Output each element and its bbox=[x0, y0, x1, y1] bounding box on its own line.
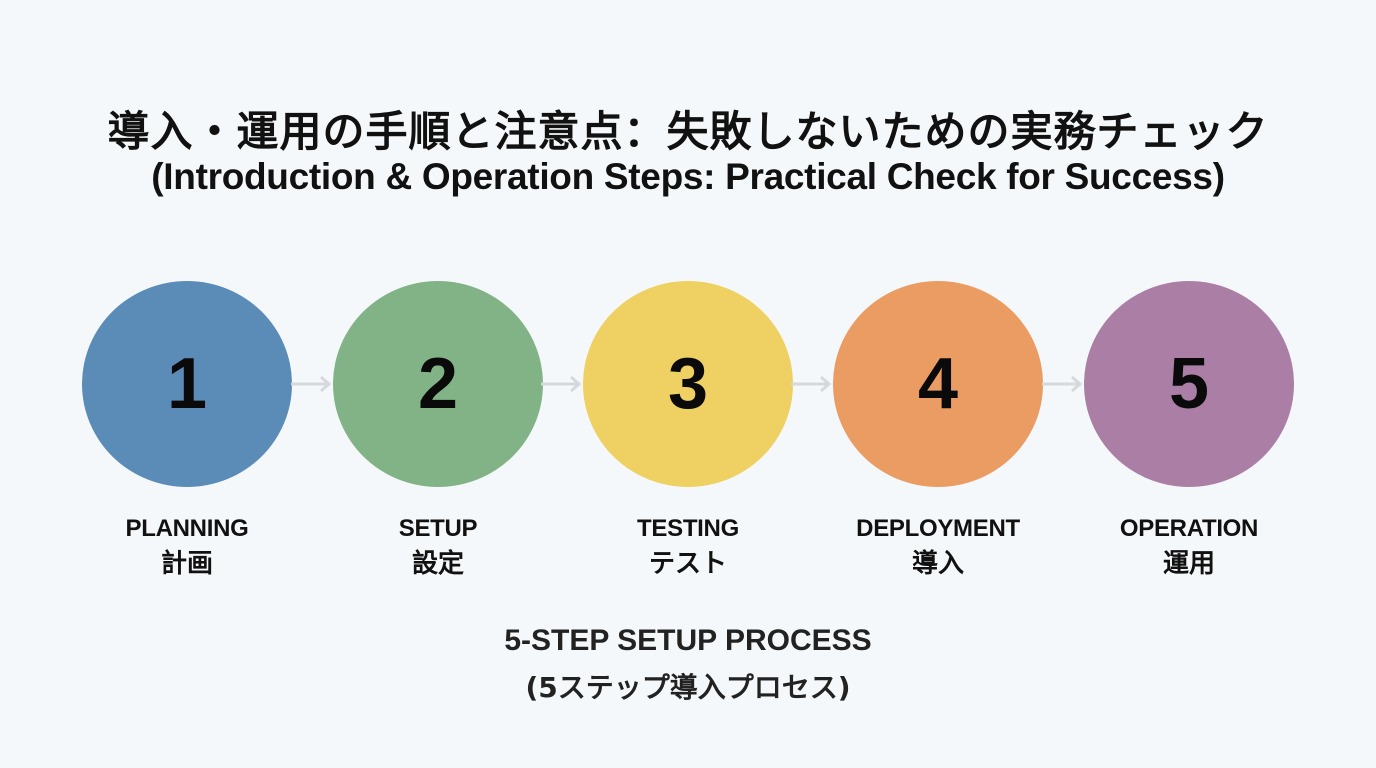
step-label-ja: テスト bbox=[648, 549, 727, 579]
step-circle-5: 5 bbox=[1084, 281, 1294, 487]
step-number: 3 bbox=[667, 344, 709, 424]
step-label-5: OPERATION 運用 bbox=[1079, 514, 1299, 584]
arrow-right-icon bbox=[1042, 375, 1083, 393]
footer-caption-japanese: (5ステップ導入プロセス) bbox=[525, 671, 851, 704]
step-circle-4: 4 bbox=[833, 281, 1043, 487]
step-label-en: SETUP bbox=[398, 515, 478, 542]
arrow-right-icon bbox=[541, 375, 582, 393]
step-label-ja: 運用 bbox=[1162, 549, 1215, 579]
step-circle-2: 2 bbox=[333, 281, 543, 487]
step-circle-3: 3 bbox=[583, 281, 793, 487]
step-label-ja: 導入 bbox=[911, 549, 964, 579]
step-number: 1 bbox=[166, 344, 208, 424]
arrow-right-icon bbox=[791, 375, 832, 393]
step-label-3: TESTING テスト bbox=[578, 514, 798, 584]
step-number: 4 bbox=[917, 344, 959, 424]
step-circle-1: 1 bbox=[82, 281, 292, 487]
footer-caption-english: 5-STEP SETUP PROCESS bbox=[504, 624, 872, 657]
step-label-en: DEPLOYMENT bbox=[856, 515, 1020, 542]
title-japanese: 導入・運用の手順と注意点：失敗しないための実務チェック bbox=[107, 107, 1269, 156]
step-label-en: TESTING bbox=[637, 515, 739, 542]
step-label-2: SETUP 設定 bbox=[328, 514, 548, 584]
step-label-4: DEPLOYMENT 導入 bbox=[828, 514, 1048, 584]
step-label-ja: 計画 bbox=[160, 549, 213, 579]
title-english: (Introduction & Operation Steps: Practic… bbox=[151, 156, 1225, 197]
step-label-1: PLANNING 計画 bbox=[77, 514, 297, 584]
arrow-right-icon bbox=[291, 375, 332, 393]
step-label-en: PLANNING bbox=[125, 515, 249, 542]
step-number: 5 bbox=[1168, 344, 1210, 424]
step-label-ja: 設定 bbox=[411, 549, 464, 579]
step-label-en: OPERATION bbox=[1119, 515, 1259, 542]
step-number: 2 bbox=[417, 344, 459, 424]
